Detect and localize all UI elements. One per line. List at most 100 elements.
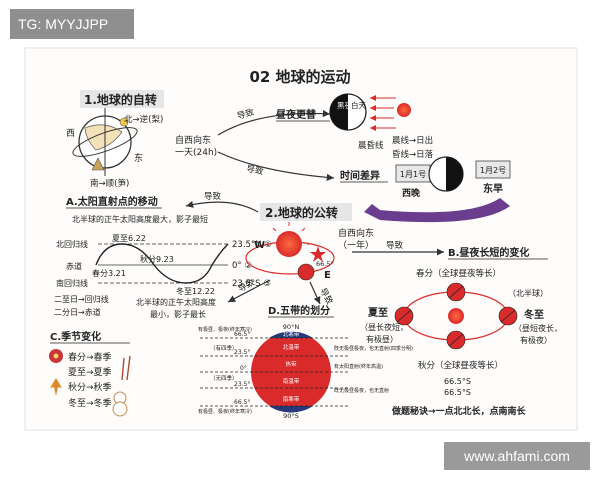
- sD-arrow: [309, 281, 321, 305]
- season-summer: 夏至→夏季: [68, 366, 112, 378]
- south-frigid-zone: [269, 406, 313, 413]
- sun-small-icon: [397, 103, 411, 117]
- winter-solstice-label: 冬至12.22: [176, 286, 215, 296]
- zone-1: 北寒带: [283, 330, 300, 338]
- revolution-direction: 自西向东: [338, 227, 374, 239]
- sB-spring: 春分（全球昼夜等长）: [416, 268, 501, 279]
- summer-grass-icon: [121, 355, 131, 381]
- zone-desc-4: 既无极昼极夜，也无直射: [334, 387, 389, 394]
- date-globe-dark: [446, 157, 463, 191]
- terminator-label: 晨昏线: [358, 140, 384, 151]
- sD-heading: D.五带的划分: [268, 304, 330, 317]
- zone-side-mid: （无四季）: [210, 374, 238, 382]
- sC-heading: C.季节变化: [50, 330, 101, 343]
- purple-arrow: [364, 198, 510, 223]
- lat-capricorn: 23.5°S ③: [232, 279, 271, 289]
- night-label: 黑夜: [337, 100, 352, 110]
- spring-flower-center: [53, 353, 59, 359]
- earth-summer-axis: [396, 309, 412, 323]
- rotation-arrow-daynight: [217, 109, 331, 136]
- sA-note-north: 北半球的正午太阳高度最大，影子最短: [72, 214, 208, 224]
- rotation-direction: 自西向东: [175, 134, 211, 146]
- zone-desc-5: 有极昼、极夜(终年寒冷): [198, 408, 252, 415]
- date-east: 1月2号: [480, 166, 506, 175]
- earth-autumn-axis: [448, 333, 464, 347]
- rotation-period: 一天(24h): [175, 148, 217, 158]
- zone-desc-3: 有太阳直射(终年高温): [334, 363, 383, 370]
- zone-lat-3: 0°: [240, 365, 247, 372]
- capricorn-label: 南回归线: [56, 278, 88, 288]
- sun-rays: [267, 222, 311, 245]
- rule-equinox: 二分日→赤道: [54, 307, 101, 317]
- zone-lat-1: 66.5°: [234, 331, 250, 338]
- zone-desc-1: 有极昼、极夜(终年寒冷): [198, 326, 252, 333]
- sB-winter-desc-1: （昼短夜长，: [514, 323, 562, 333]
- pear-icon: [119, 117, 129, 127]
- sB-lat-1: 66.5°S: [444, 377, 471, 386]
- daynight-label: 昼夜更替: [276, 108, 317, 121]
- equator-label: 赤道: [66, 261, 82, 271]
- date-west: 1月1号: [400, 170, 426, 179]
- zone-lines: [200, 337, 350, 407]
- north-frigid-zone: [269, 331, 313, 338]
- sA-note-south-2: 最小，影子最长: [150, 309, 206, 319]
- revolution-earth: [297, 263, 315, 281]
- s1-heading: 1.地球的自转: [84, 92, 157, 107]
- zone-desc-2: 既无极昼极夜，也无直射(四季分明): [334, 345, 413, 352]
- zone-side-top: （有四季）: [210, 344, 238, 352]
- w-label: W: [254, 240, 265, 251]
- sB-summer: 夏至: [367, 307, 388, 319]
- earth-spring-axis: [448, 285, 464, 299]
- bamboo-shoot-icon: [91, 157, 105, 171]
- s2-heading: 2.地球的公转: [265, 205, 338, 220]
- rotation-orbit-ring: [72, 127, 138, 157]
- sB-heading: B.昼夜长短的变化: [448, 246, 529, 259]
- lat-equator: 0° ②: [232, 261, 252, 271]
- sA-heading: A.太阳直射点的移动: [66, 195, 158, 208]
- sun-icon: [276, 231, 302, 257]
- snowman-body-icon: [112, 401, 128, 417]
- zone-3: 热带: [285, 360, 297, 368]
- south-label: 南→顺(笋): [90, 178, 129, 189]
- rule-solstice: 二至日→回归线: [54, 294, 109, 304]
- sB-sun-icon: [448, 308, 464, 324]
- dawn-label: 晨线→日出: [392, 135, 433, 146]
- sB-nh: （北半球）: [508, 288, 548, 298]
- lead-label-1: 导致: [236, 107, 256, 122]
- night-half: [330, 94, 348, 130]
- zone-n90: 90°N: [283, 323, 300, 331]
- s2-heading-bg: [260, 203, 352, 221]
- season-autumn: 秋分→秋季: [68, 381, 112, 393]
- sB-winter-desc-2: 有极夜）: [520, 335, 552, 345]
- west-label: 西: [66, 128, 75, 139]
- cancer-label: 北回归线: [56, 239, 88, 249]
- autumn-leaf-icon: [50, 378, 62, 396]
- sC-arrow: [227, 279, 271, 303]
- sB-tip: 做题秘诀→一点北北长，点南南长: [391, 405, 527, 417]
- zone-s90: 90°S: [283, 412, 299, 420]
- sB-autumn: 秋分（全球昼夜等长）: [418, 360, 503, 371]
- zone-5: 南寒带: [283, 395, 300, 403]
- sA-arrow: [185, 200, 259, 213]
- sA-note-south-1: 北半球的正午太阳高度: [136, 297, 216, 307]
- watermark: www.ahfami.com: [444, 442, 590, 470]
- timediff-label: 时间差异: [340, 169, 380, 182]
- dusk-label: 昏线→日落: [392, 149, 434, 160]
- zone-2: 北温带: [283, 343, 300, 351]
- lat-cancer: 23.5°N ①: [232, 240, 272, 250]
- page-title: 02 地球的运动: [249, 68, 350, 86]
- revolution-period: （一年）: [338, 239, 374, 251]
- season-spring: 春分→春季: [68, 351, 112, 363]
- west-late-label: 西晚: [402, 187, 420, 199]
- date-box-east: [475, 160, 511, 179]
- spring-equinox-label: 春分3.21: [92, 268, 126, 278]
- day-label: 白天: [351, 100, 366, 110]
- autumn-equinox-label: 秋分9.23: [140, 254, 174, 264]
- tilt-angle: 66.5°: [316, 260, 334, 268]
- sB-winter: 冬至: [524, 308, 544, 321]
- earth-winter-axis: [500, 309, 516, 323]
- zone-lat-5: 66.5°: [234, 399, 250, 406]
- sB-summer-desc-2: 有极昼）: [366, 334, 398, 344]
- east-label: 东: [134, 152, 143, 164]
